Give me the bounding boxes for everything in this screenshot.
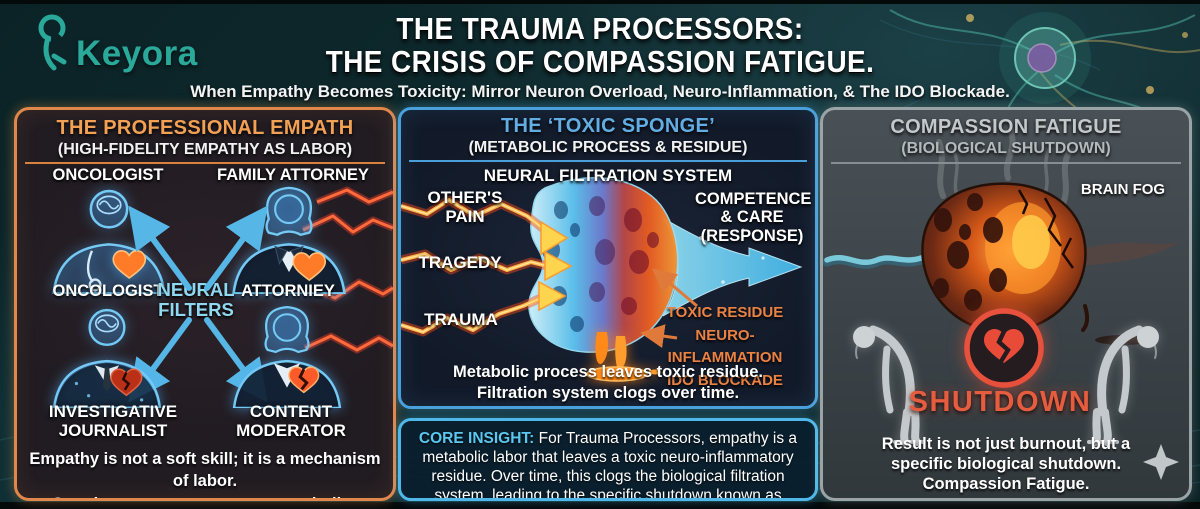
sparkle-icon [1143, 444, 1179, 480]
top-border-bar [0, 0, 1200, 4]
bottom-border-bar [0, 502, 1200, 509]
annotation-toxic-residue: TOXIC RESIDUE [666, 304, 784, 321]
moderator-label-line1: CONTENT [249, 402, 333, 421]
output-line3: (RESPONSE) [700, 226, 804, 245]
moderator-label-line2: MODERATOR [236, 421, 346, 441]
input-label-others-pain: OTHER'S PAIN [419, 188, 511, 226]
toxic-sponge-panel: THE ‘TOXIC SPONGE’ (METABOLIC PROCESS & … [398, 107, 818, 409]
input-label-tragedy: TRAGEDY [418, 253, 502, 272]
journalist-label-line1: INVESTIGATIVE [48, 402, 178, 421]
mid-panel-divider [409, 160, 807, 162]
left-panel-divider [25, 162, 385, 164]
left-panel-header: THE PROFESSIONAL EMPATH (HIGH-FIDELITY E… [17, 117, 393, 159]
output-line1: COMPETENCE [695, 190, 812, 208]
content-moderator-figure-icon [232, 305, 342, 408]
filtration-system-label: NEURAL FILTRATION SYSTEM [483, 166, 733, 185]
left-footer-line1: Empathy is not a soft skill; it is a mec… [29, 450, 381, 491]
neural-filtration-sponge-icon [401, 176, 803, 382]
figure-label-investigative-journalist: INVESTIGATIVE JOURNALIST [29, 402, 197, 440]
output-label-competence-care: COMPETENCE & CARE (RESPONSE) [695, 190, 812, 245]
core-insight-text: CORE INSIGHT: For Trauma Processors, emp… [401, 421, 815, 501]
right-panel-divider [831, 162, 1181, 164]
oncologist-figure-icon [52, 189, 166, 294]
right-panel-footer: Result is not just burnout, but a specif… [835, 434, 1177, 494]
right-footer-line3: Compassion Fatigue. [922, 475, 1090, 494]
output-line2: & CARE [720, 208, 784, 227]
broken-heart-badge-icon [964, 308, 1044, 388]
compassion-fatigue-panel: COMPASSION FATIGUE (BIOLOGICAL SHUTDOWN)… [820, 107, 1192, 501]
mid-footer-line1: Metabolic process leaves toxic residue. [453, 363, 763, 381]
left-panel-footer: Empathy is not a soft skill; it is a mec… [27, 448, 383, 498]
brand-name: Keyora [76, 34, 198, 73]
right-footer-line2: specific biological shutdown. [890, 455, 1122, 474]
burnt-brain-icon [823, 127, 1179, 345]
neural-filters-line2: FILTERS [158, 299, 234, 321]
figure-label-attorniey: ATTORNIEY [241, 282, 335, 300]
neural-filters-label: NEURAL FILTERS [141, 279, 251, 321]
right-panel-header: COMPASSION FATIGUE (BIOLOGICAL SHUTDOWN) [823, 116, 1189, 158]
others-pain-line2: PAIN [445, 207, 485, 227]
main-subtitle: When Empathy Becomes Toxicity: Mirror Ne… [190, 82, 1010, 101]
right-footer-line1: Result is not just burnout, but a [881, 435, 1131, 453]
core-insight-label: CORE INSIGHT: [418, 430, 535, 447]
right-panel-title: COMPASSION FATIGUE [890, 116, 1122, 138]
figure-label-content-moderator: CONTENT MODERATOR [213, 402, 369, 440]
red-lightning-icon [301, 186, 393, 354]
left-panel-subtitle: (HIGH-FIDELITY EMPATHY AS LABOR) [57, 141, 353, 158]
mid-panel-header: THE ‘TOXIC SPONGE’ (METABOLIC PROCESS & … [401, 115, 815, 157]
core-insight-body: For Trauma Processors, empathy is a meta… [422, 430, 798, 501]
figure-label-oncologist-2: ONCOLOGIST [52, 282, 164, 300]
mid-footer-line2: Filtration system clogs over time. [476, 383, 740, 402]
keyora-key-icon [38, 14, 67, 71]
annotation-ido-blockade: IDO BLOCKADE [667, 371, 783, 389]
figure-label-family-attorney: FAMILY ATTORNEY [217, 166, 369, 184]
input-label-trauma: TRAUMA [424, 310, 498, 329]
mid-panel-subtitle: (METABOLIC PROCESS & RESIDUE) [468, 139, 748, 156]
right-panel-subtitle: (BIOLOGICAL SHUTDOWN) [901, 140, 1111, 157]
slumped-figure-left-icon [853, 325, 925, 446]
main-title-line2: THE CRISIS OF COMPASSION FATIGUE. [325, 44, 875, 79]
neural-filters-line1: NEURAL [157, 279, 235, 300]
main-title-line1: THE TRAUMA PROCESSORS: [396, 11, 804, 46]
brain-fog-label: BRAIN FOG [1080, 181, 1166, 198]
toxic-annotations: TOXIC RESIDUE NEURO-INFLAMMATION IDO BLO… [639, 302, 811, 392]
family-attorney-figure-icon [232, 186, 346, 294]
mid-panel-footer: Metabolic process leaves toxic residue. … [409, 362, 807, 403]
core-insight-box: CORE INSIGHT: For Trauma Processors, emp… [398, 418, 818, 501]
mid-panel-title: THE ‘TOXIC SPONGE’ [501, 115, 715, 137]
others-pain-line1: OTHER'S [427, 188, 503, 207]
left-panel-title: THE PROFESSIONAL EMPATH [56, 117, 354, 139]
slumped-figure-right-icon [1087, 325, 1159, 446]
left-footer-line2: Opening nervous system to metabolize tra… [27, 493, 383, 498]
journalist-label-line2: JOURNALIST [58, 421, 168, 441]
shutdown-label: SHUTDOWN [908, 386, 1092, 418]
figure-label-oncologist-1: ONCOLOGIST [52, 166, 164, 184]
neural-filter-arrows-up-icon [128, 206, 268, 291]
brand-logo: Keyora [26, 12, 198, 74]
investigative-journalist-figure-icon [52, 308, 162, 408]
annotation-neuro-inflammation: NEURO-INFLAMMATION [667, 326, 783, 367]
professional-empath-panel: THE PROFESSIONAL EMPATH (HIGH-FIDELITY E… [14, 107, 396, 501]
